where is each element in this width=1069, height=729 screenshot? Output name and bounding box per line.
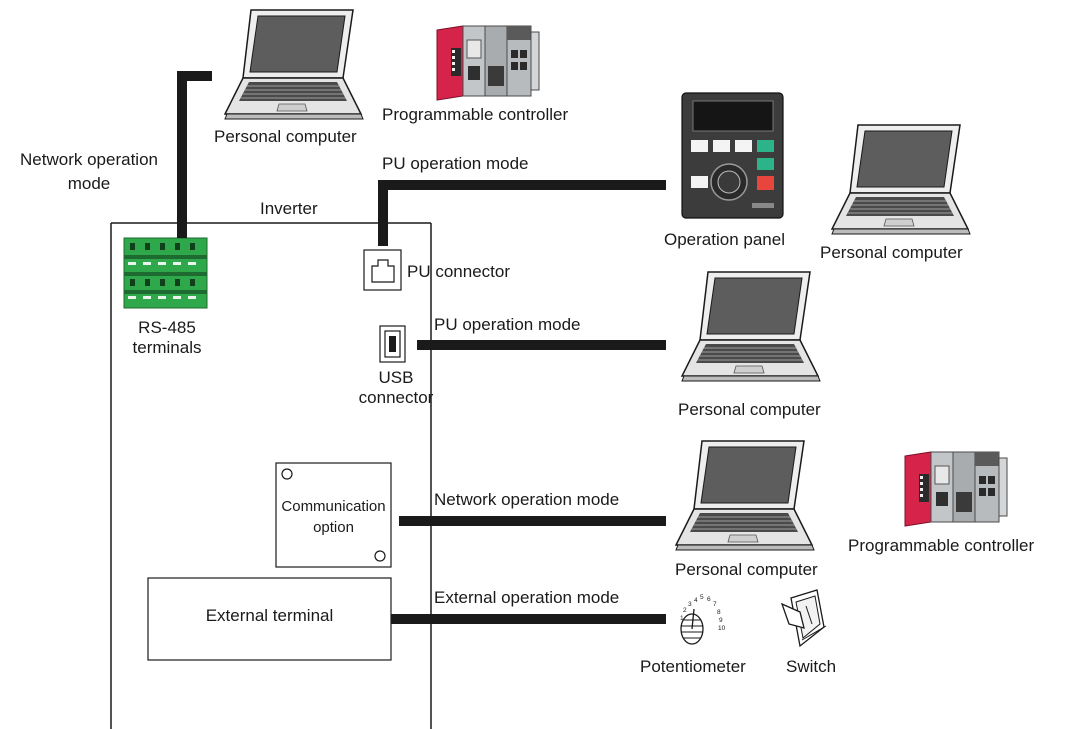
- pu-cable-1: [378, 180, 666, 246]
- dial-number: 10: [718, 625, 726, 632]
- rs485-terminals-label: RS-485 terminals: [122, 318, 212, 358]
- dial-number: 9: [719, 617, 723, 624]
- laptop-icon: [675, 440, 815, 551]
- network-operation-mode-label-top: Network operation mode: [4, 150, 174, 194]
- label-line: Network operation: [20, 150, 158, 169]
- dial-number: 6: [707, 596, 711, 603]
- label-line: RS-485: [138, 318, 196, 337]
- dial-number: 4: [694, 597, 698, 604]
- network-operation-mode-label: Network operation mode: [434, 490, 620, 509]
- dial-number: 1: [680, 615, 684, 622]
- plc-icon: [904, 451, 1008, 527]
- switch-icon: [780, 589, 827, 648]
- external-terminal-box: [147, 577, 392, 661]
- usb-connector-label: USB connector: [356, 368, 436, 408]
- laptop-icon: [831, 124, 971, 235]
- dial-number: 8: [717, 609, 721, 616]
- inverter-box: [110, 222, 432, 729]
- label-line: mode: [67, 174, 111, 193]
- personal-computer-label: Personal computer: [678, 400, 821, 419]
- label-line: Communication: [281, 498, 386, 515]
- usb-connector-icon: [379, 325, 406, 363]
- pu-operation-mode-label: PU operation mode: [382, 154, 529, 173]
- programmable-controller-label: Programmable controller: [382, 105, 569, 124]
- external-operation-mode-label: External operation mode: [434, 588, 620, 607]
- programmable-controller-label: Programmable controller: [848, 536, 1035, 555]
- communication-option-board: [275, 462, 392, 568]
- communication-option-label: Communication option: [276, 498, 391, 537]
- connection-cables: [177, 71, 666, 624]
- pu-connector-label: PU connector: [407, 262, 510, 281]
- personal-computer-label: Personal computer: [820, 243, 963, 262]
- network-cable-top: [177, 71, 212, 238]
- operation-panel-label: Operation panel: [664, 230, 785, 249]
- dial-number: 5: [700, 594, 704, 601]
- label-line: option: [313, 519, 354, 536]
- dial-number: 3: [688, 601, 692, 608]
- dial-number: 2: [683, 607, 687, 614]
- plc-icon: [436, 25, 540, 101]
- pu-operation-mode-label: PU operation mode: [434, 315, 581, 334]
- dial-number: 7: [713, 601, 717, 608]
- external-terminal-label: External terminal: [205, 606, 334, 625]
- pu-connector-icon: [363, 249, 402, 291]
- laptop-icon: [224, 9, 364, 120]
- label-line: terminals: [132, 338, 202, 357]
- potentiometer-label: Potentiometer: [640, 657, 746, 676]
- potentiometer-icon: 1 2 3 4 5 6 7 8 9 10: [680, 594, 726, 645]
- label-line: USB: [378, 368, 414, 387]
- label-line: connector: [358, 388, 434, 407]
- switch-label: Switch: [786, 657, 837, 676]
- operation-panel-icon: [681, 92, 784, 219]
- inverter-label: Inverter: [260, 199, 318, 218]
- laptop-icon: [681, 271, 821, 382]
- personal-computer-label: Personal computer: [675, 560, 818, 579]
- personal-computer-label: Personal computer: [214, 127, 357, 146]
- rs485-terminal-block: [123, 237, 208, 309]
